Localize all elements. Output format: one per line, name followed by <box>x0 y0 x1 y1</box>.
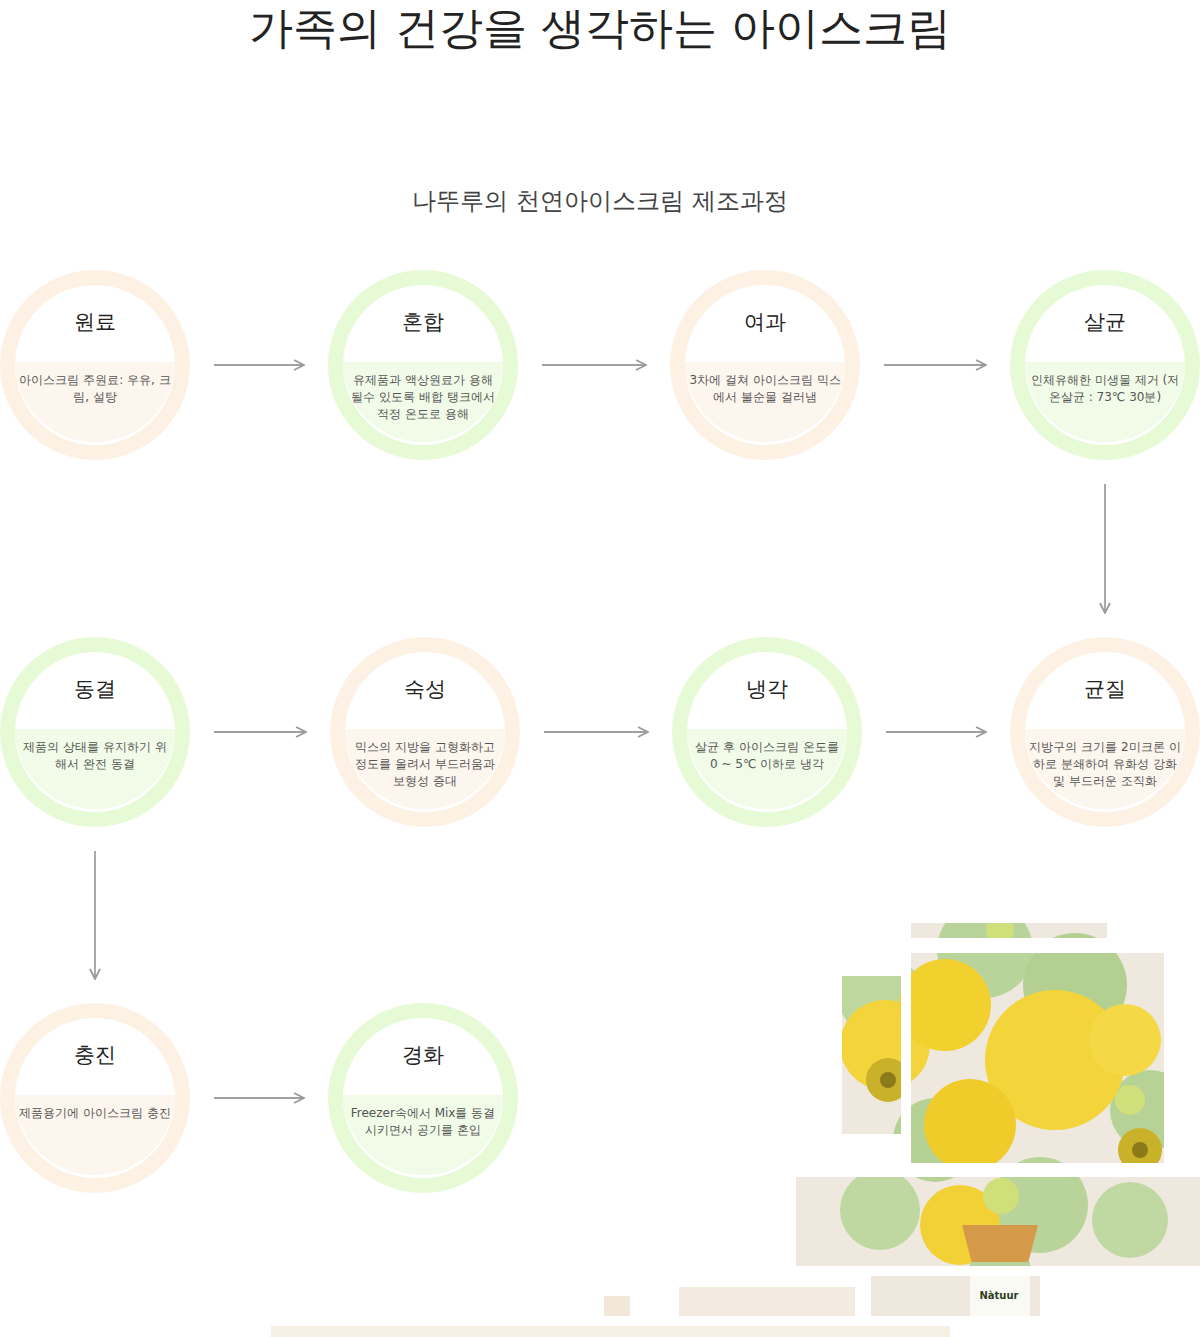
step-description: 인체유해한 미생물 제거 (저온살균 : 73℃ 30분) <box>1028 372 1182 406</box>
photo-collage <box>790 902 1200 1325</box>
step-title: 숙성 <box>330 675 520 703</box>
circle-outline <box>0 637 190 827</box>
step-description: Freezer속에서 Mix를 동결시키면서 공기를 혼입 <box>346 1105 500 1139</box>
process-circle: 경화 Freezer속에서 Mix를 동결시키면서 공기를 혼입 <box>328 1003 518 1193</box>
circle-outline <box>672 637 862 827</box>
flow-arrow <box>214 731 306 733</box>
deco-bar <box>271 1326 950 1337</box>
step-description: 제품의 상태를 유지하기 위해서 완전 동결 <box>18 739 172 773</box>
process-circle: 원료아이스크림 주원료: 우유, 크림, 설탕 <box>0 270 190 460</box>
step-title: 균질 <box>1010 675 1200 703</box>
brand-mark: Nàtuur <box>966 1289 1032 1303</box>
step-title: 냉각 <box>672 675 862 703</box>
flow-arrow <box>214 1097 304 1099</box>
step-title: 경화 <box>328 1041 518 1069</box>
step-title: 충진 <box>0 1041 190 1069</box>
step-description: 3차에 걸쳐 아이스크림 믹스에서 불순물 걸러냄 <box>688 372 842 406</box>
flow-arrow <box>884 364 986 366</box>
step-title: 살균 <box>1010 308 1200 336</box>
process-circle: 여과 3차에 걸쳐 아이스크림 믹스에서 불순물 걸러냄 <box>670 270 860 460</box>
process-circle: 혼합유제품과 액상원료가 용해 될수 있도록 배합 탱크에서 적정 온도로 용해 <box>328 270 518 460</box>
flow-arrow <box>94 851 96 979</box>
step-description: 지방구의 크기를 2미크론 이하로 분쇄하여 유화성 강화 및 부드러운 조직화 <box>1028 739 1182 790</box>
circle-outline <box>0 270 190 460</box>
circle-outline <box>328 1003 518 1193</box>
page-title: 가족의 건강을 생각하는 아이스크림 <box>0 0 1200 56</box>
step-title: 혼합 <box>328 308 518 336</box>
flow-arrow <box>1104 484 1106 613</box>
deco-bar <box>604 1296 630 1316</box>
flow-arrow <box>886 731 986 733</box>
step-description: 믹스의 지방을 고형화하고 정도를 올려서 부드러움과 보형성 증대 <box>348 739 502 790</box>
deco-bar <box>679 1287 855 1316</box>
step-description: 살균 후 아이스크림 온도를 0 ~ 5℃ 이하로 냉각 <box>690 739 844 773</box>
step-title: 원료 <box>0 308 190 336</box>
flow-arrow <box>542 364 646 366</box>
flow-arrow <box>544 731 648 733</box>
process-circle: 동결제품의 상태를 유지하기 위해서 완전 동결 <box>0 637 190 827</box>
process-circle: 냉각살균 후 아이스크림 온도를 0 ~ 5℃ 이하로 냉각 <box>672 637 862 827</box>
flow-arrow <box>214 364 304 366</box>
circle-outline <box>330 637 520 827</box>
process-circle: 숙성믹스의 지방을 고형화하고 정도를 올려서 부드러움과 보형성 증대 <box>330 637 520 827</box>
circle-outline <box>1010 637 1200 827</box>
step-title: 여과 <box>670 308 860 336</box>
process-circle: 균질지방구의 크기를 2미크론 이하로 분쇄하여 유화성 강화 및 부드러운 조… <box>1010 637 1200 827</box>
step-description: 아이스크림 주원료: 우유, 크림, 설탕 <box>18 372 172 406</box>
circle-outline <box>1010 270 1200 460</box>
circle-outline <box>0 1003 190 1193</box>
process-circle: 살균인체유해한 미생물 제거 (저온살균 : 73℃ 30분) <box>1010 270 1200 460</box>
step-title: 동결 <box>0 675 190 703</box>
subtitle: 나뚜루의 천연아이스크림 제조과정 <box>0 184 1200 218</box>
step-description: 제품용기에 아이스크림 충진 <box>18 1105 172 1122</box>
step-description: 유제품과 액상원료가 용해 될수 있도록 배합 탱크에서 적정 온도로 용해 <box>346 372 500 423</box>
circle-outline <box>328 270 518 460</box>
circle-outline <box>670 270 860 460</box>
process-circle: 충진제품용기에 아이스크림 충진 <box>0 1003 190 1193</box>
